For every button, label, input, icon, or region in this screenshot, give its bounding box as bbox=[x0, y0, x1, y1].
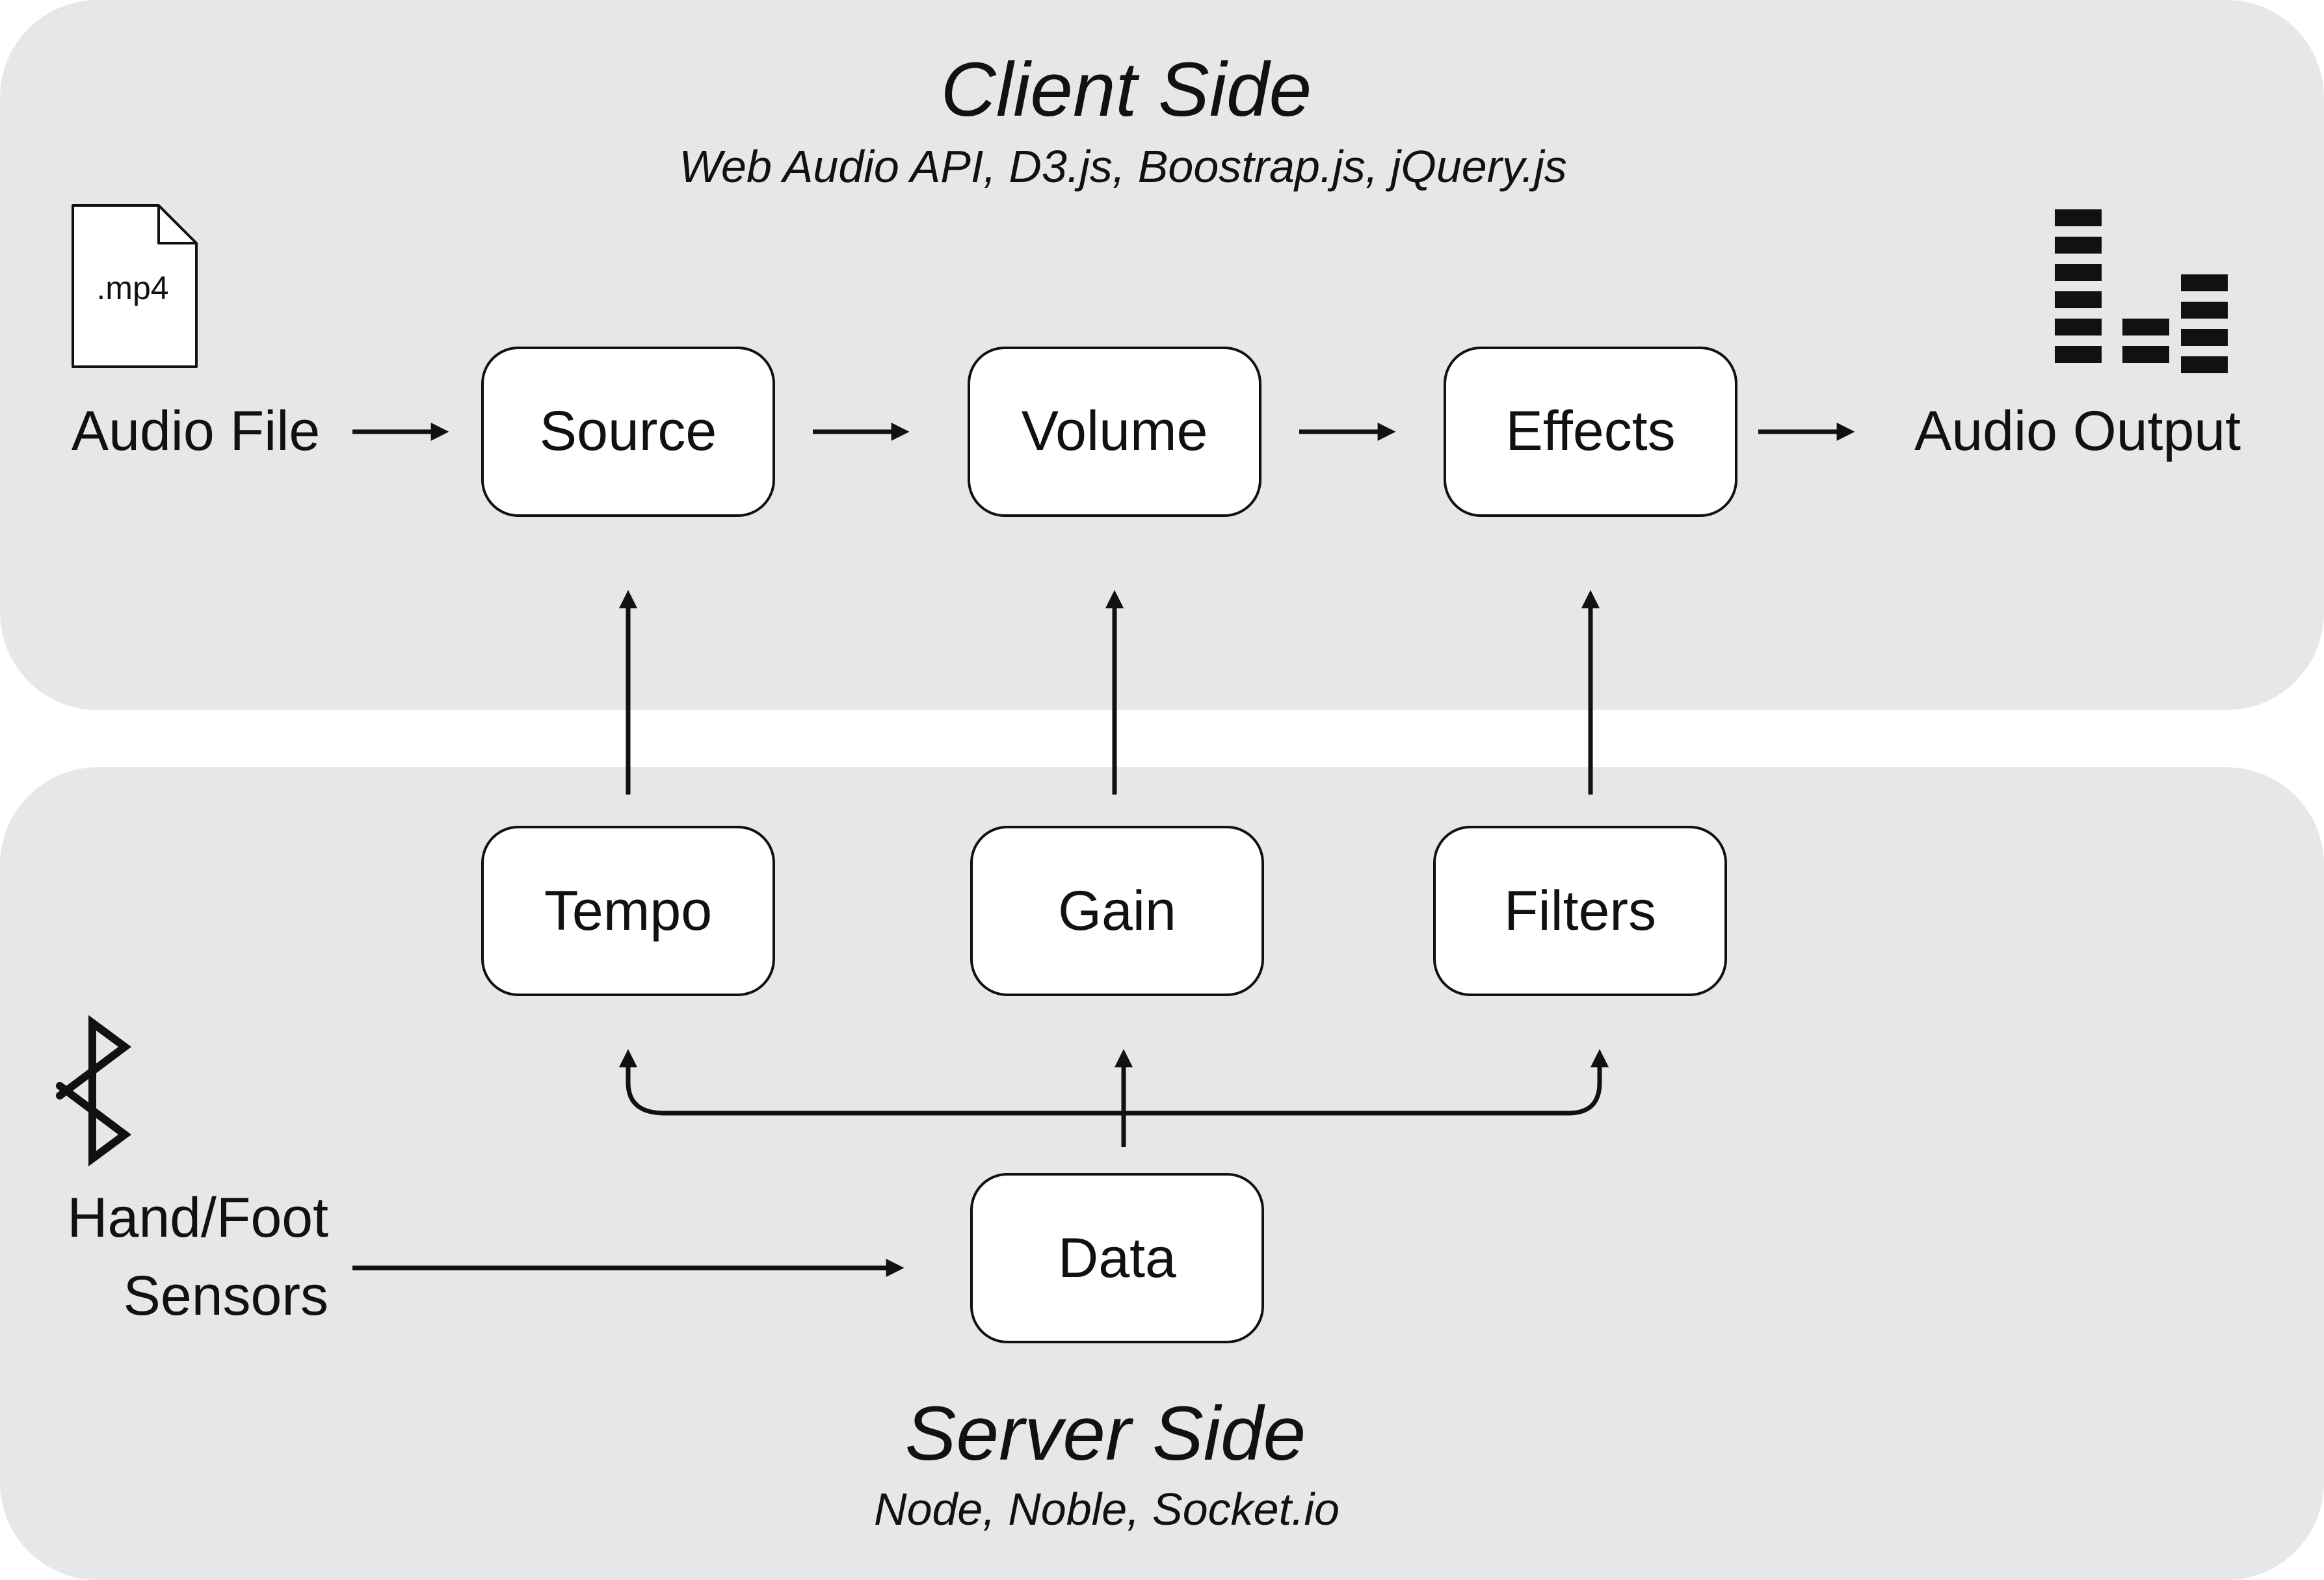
effects-node-label: Effects bbox=[1505, 400, 1675, 462]
audio-file-label: Audio File bbox=[72, 400, 320, 462]
equalizer-icon bbox=[2055, 209, 2228, 373]
volume-node: Volume bbox=[968, 347, 1261, 517]
server-side-title: Server Side bbox=[905, 1391, 1306, 1477]
volume-node-label: Volume bbox=[1022, 400, 1208, 462]
data-node-label: Data bbox=[1058, 1227, 1176, 1289]
gain-node: Gain bbox=[970, 826, 1264, 996]
filters-node: Filters bbox=[1433, 826, 1727, 996]
tempo-node: Tempo bbox=[481, 826, 775, 996]
sensors-label-line1: Hand/Foot bbox=[67, 1187, 328, 1249]
data-node: Data bbox=[970, 1173, 1264, 1343]
bluetooth-icon bbox=[56, 1015, 132, 1166]
source-node: Source bbox=[481, 347, 775, 517]
audio-output-label: Audio Output bbox=[1914, 400, 2241, 462]
document-icon: .mp4 bbox=[72, 204, 198, 368]
source-node-label: Source bbox=[540, 400, 717, 462]
sensors-label-line2: Sensors bbox=[124, 1265, 329, 1327]
client-side-title: Client Side bbox=[941, 47, 1312, 133]
file-extension-label: .mp4 bbox=[96, 270, 168, 306]
client-side-subtitle: Web Audio API, D3.js, Boostrap.js, jQuer… bbox=[679, 141, 1567, 192]
filters-node-label: Filters bbox=[1504, 880, 1656, 942]
arrow-data-to-filters bbox=[1124, 1049, 1609, 1116]
tempo-node-label: Tempo bbox=[544, 880, 712, 942]
server-side-subtitle: Node, Noble, Socket.io bbox=[874, 1484, 1340, 1534]
gain-node-label: Gain bbox=[1058, 880, 1176, 942]
arrow-data-to-tempo bbox=[619, 1049, 1124, 1116]
effects-node: Effects bbox=[1444, 347, 1737, 517]
